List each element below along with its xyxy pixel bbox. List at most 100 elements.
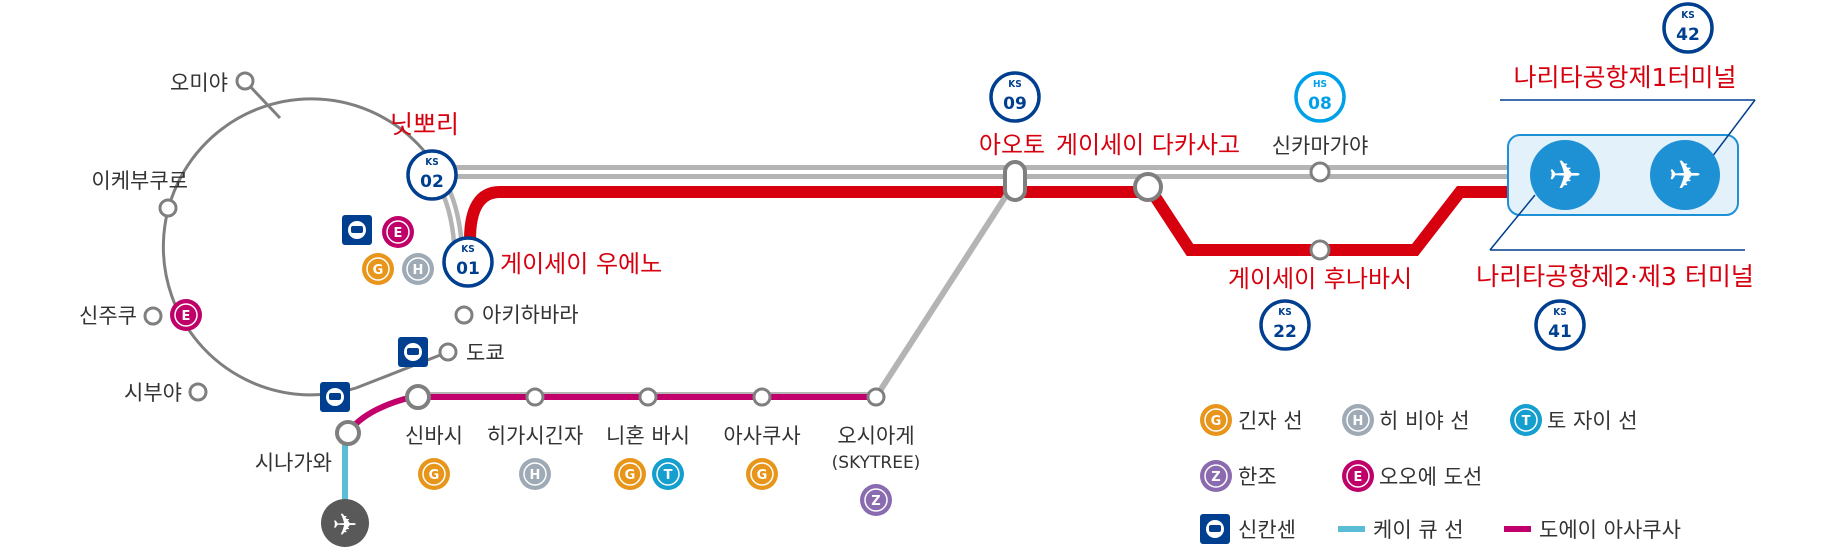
airport-icon-t23: ✈ <box>1530 140 1600 210</box>
legend-shinkansen: 신칸센 <box>1200 514 1296 544</box>
aoto-dot <box>1003 160 1027 202</box>
svg-text:한조: 한조 <box>1238 465 1277 489</box>
ikebukuro-dot <box>158 198 178 218</box>
tokyo-shinagawa-segment <box>355 350 449 390</box>
asakusa-dot <box>752 387 772 407</box>
svg-text:G: G <box>373 263 384 278</box>
svg-text:H: H <box>413 263 424 278</box>
svg-text:신칸센: 신칸센 <box>1238 518 1296 542</box>
code-badge-ks41: KS 41 <box>1534 299 1586 351</box>
svg-text:H: H <box>530 468 541 483</box>
nihombashi-dot <box>638 387 658 407</box>
airport-icon-t1: ✈ <box>1650 140 1720 210</box>
haneda-airport-icon: ✈ <box>321 499 369 547</box>
svg-text:히 비야 선: 히 비야 선 <box>1379 409 1470 433</box>
tokyo-dot <box>438 342 458 362</box>
svg-text:E: E <box>1354 470 1363 485</box>
svg-text:09: 09 <box>1003 94 1027 114</box>
oshiage-dot <box>866 387 886 407</box>
label-ueno: 게이세이 우에노 <box>500 250 662 278</box>
svg-text:KS: KS <box>425 157 438 168</box>
t1-pointer-diag <box>1711 99 1756 158</box>
svg-text:✈: ✈ <box>332 508 357 543</box>
svg-text:KS: KS <box>1008 79 1021 90</box>
shibuya-dot <box>188 382 208 402</box>
label-shinjuku: 신주쿠 <box>79 304 137 328</box>
svg-text:케이 큐 선: 케이 큐 선 <box>1373 518 1464 542</box>
label-oshiage: 오시아게 <box>837 424 914 448</box>
svg-text:✈: ✈ <box>1548 153 1582 199</box>
svg-text:E: E <box>182 309 191 324</box>
code-badge-ks02: KS 02 <box>406 149 458 201</box>
svg-text:토 자이 선: 토 자이 선 <box>1547 409 1638 433</box>
label-akihabara: 아키하바라 <box>482 303 579 327</box>
legend-toei-asakusa: 도에이 아사쿠사 <box>1504 518 1681 542</box>
label-funabashi: 게이세이 후나바시 <box>1228 265 1412 293</box>
code-badge-hs08: HS 08 <box>1294 71 1346 123</box>
svg-text:✈: ✈ <box>1668 153 1702 199</box>
label-asakusa: 아사쿠사 <box>723 424 800 448</box>
label-narita-t1: 나리타공항제1터미널 <box>1514 63 1737 92</box>
label-tokyo: 도쿄 <box>466 341 505 365</box>
t23-pointer-diag <box>1489 194 1536 251</box>
shinkansen-icon-tokyo <box>398 337 428 367</box>
svg-text:E: E <box>394 226 403 241</box>
legend-hibiya: H 히 비야 선 <box>1342 404 1470 436</box>
label-shinagawa: 시나가와 <box>255 451 332 475</box>
svg-text:41: 41 <box>1548 322 1572 342</box>
higashiginza-dot <box>525 387 545 407</box>
label-nihombashi: 니혼 바시 <box>606 424 690 448</box>
line-badge-oedo-ueno: E <box>382 216 414 248</box>
shinjuku-dot <box>143 306 163 326</box>
oshiage-aoto-line <box>873 180 1018 399</box>
svg-text:KS: KS <box>461 244 474 255</box>
svg-text:01: 01 <box>456 259 480 279</box>
code-badge-ks42: KS 42 <box>1662 2 1714 54</box>
svg-text:Z: Z <box>871 494 880 509</box>
label-shibuya: 시부야 <box>124 381 182 405</box>
label-higashiginza: 히가시긴자 <box>487 424 584 448</box>
label-shinkamagaya: 신카마가야 <box>1272 134 1369 158</box>
station-dots <box>143 71 1331 407</box>
line-badge-tozai-nihombashi: T <box>652 458 684 490</box>
svg-text:G: G <box>1211 414 1222 429</box>
svg-text:H: H <box>1353 414 1364 429</box>
label-takasago: 게이세이 다카사고 <box>1056 131 1240 159</box>
svg-text:KS: KS <box>1681 10 1694 21</box>
shimbashi-dot <box>405 384 431 410</box>
svg-text:G: G <box>625 468 636 483</box>
line-badge-ginza-shimbashi: G <box>418 458 450 490</box>
label-nippori: 닛뽀리 <box>390 110 459 139</box>
svg-text:G: G <box>757 468 768 483</box>
omiya-dot <box>235 71 255 91</box>
svg-text:T: T <box>664 468 673 483</box>
legend-hanzomon: Z 한조 <box>1200 460 1277 492</box>
line-badge-ginza-asakusa: G <box>746 458 778 490</box>
legend-ginza: G 긴자 선 <box>1200 404 1303 436</box>
funabashi-dot <box>1309 239 1331 261</box>
line-badge-hibiya-higashiginza: H <box>519 458 551 490</box>
shinkansen-icon-ueno <box>342 215 372 245</box>
label-oshiage-sub: (SKYTREE) <box>832 453 921 473</box>
line-badge-oedo-shinjuku: E <box>170 299 202 331</box>
label-ikebukuro: 이케부쿠로 <box>91 169 188 193</box>
yamanote-line <box>161 97 450 397</box>
takasago-dot <box>1133 172 1163 202</box>
line-badge-hanzomon-oshiage: Z <box>860 484 892 516</box>
label-omiya: 오미야 <box>170 71 228 95</box>
svg-text:Z: Z <box>1211 470 1220 485</box>
line-badge-hibiya-ueno: H <box>402 253 434 285</box>
shinkamagaya-dot <box>1309 161 1331 183</box>
label-narita-t23: 나리타공항제2·제3 터미널 <box>1476 262 1754 291</box>
svg-text:G: G <box>429 468 440 483</box>
shinagawa-dot <box>335 420 361 446</box>
legend-tozai: T 토 자이 선 <box>1510 404 1638 436</box>
skyliner-line <box>464 186 1510 256</box>
svg-text:오오에 도선: 오오에 도선 <box>1379 465 1482 489</box>
code-badge-ks22: KS 22 <box>1259 299 1311 351</box>
shinkansen-icon-shinagawa <box>320 382 350 412</box>
svg-text:08: 08 <box>1308 94 1332 114</box>
svg-text:도에이 아사쿠사: 도에이 아사쿠사 <box>1539 518 1681 542</box>
code-badge-ks01: KS 01 <box>442 236 494 288</box>
